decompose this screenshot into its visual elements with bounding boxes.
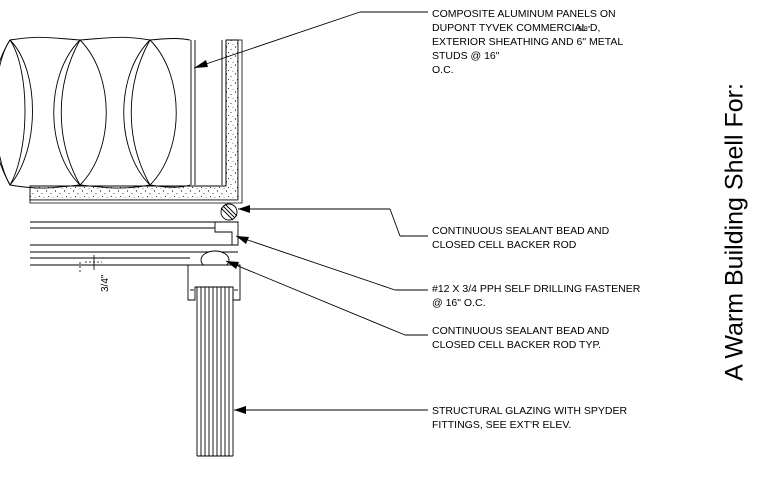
note-glazing-line-1: STRUCTURAL GLAZING WITH SPYDER xyxy=(432,405,627,417)
note-panels-line-4: STUDS @ 16" xyxy=(432,50,500,62)
dimension-label: 3/4" xyxy=(100,274,111,292)
leader-fastener xyxy=(235,235,428,291)
note-sealant-top: CONTINUOUS SEALANT BEAD AND CLOSED CELL … xyxy=(432,225,610,251)
note-glazing-line-2: FITTINGS, SEE EXT'R ELEV. xyxy=(432,419,571,431)
note-fastener: #12 X 3/4 PPH SELF DRILLING FASTENER @ 1… xyxy=(432,283,641,309)
note-panels: COMPOSITE ALUMINUM PANELS ON DUPONT TYVE… xyxy=(432,8,623,76)
leader-glazing xyxy=(234,406,428,414)
note-sealant-top-line-2: CLOSED CELL BACKER ROD xyxy=(432,239,577,251)
note-glazing: STRUCTURAL GLAZING WITH SPYDER FITTINGS,… xyxy=(432,405,627,431)
note-panels-fraction: 5/8" xyxy=(578,26,591,33)
note-panels-line-2: DUPONT TYVEK COMMERCIAL D, xyxy=(432,22,600,34)
side-title: A Warm Building Shell For: xyxy=(720,83,749,381)
note-sealant-typ-line-2: CLOSED CELL BACKER ROD TYP. xyxy=(432,339,601,351)
note-sealant-top-line-1: CONTINUOUS SEALANT BEAD AND xyxy=(432,225,610,237)
backer-rod-top xyxy=(220,203,238,221)
glazing-pocket xyxy=(187,264,241,301)
sill-mullion xyxy=(30,221,239,266)
metal-stud xyxy=(190,40,227,185)
batt-insulation xyxy=(0,36,191,189)
structural-glazing xyxy=(196,287,234,457)
leader-sealant-typ xyxy=(225,260,428,336)
leader-panels xyxy=(193,11,428,69)
note-fastener-line-2: @ 16" O.C. xyxy=(432,297,485,309)
exterior-sheathing xyxy=(29,39,243,204)
note-fastener-line-1: #12 X 3/4 PPH SELF DRILLING FASTENER xyxy=(432,283,641,295)
note-panels-line-5: O.C. xyxy=(432,64,454,76)
dimension-marker xyxy=(79,255,102,272)
note-sealant-typ-line-1: CONTINUOUS SEALANT BEAD AND xyxy=(432,325,610,337)
note-panels-line-3: EXTERIOR SHEATHING AND 6" METAL xyxy=(432,36,623,48)
note-panels-line-1: COMPOSITE ALUMINUM PANELS ON xyxy=(432,8,616,20)
leader-sealant-top xyxy=(238,205,428,237)
note-sealant-typ: CONTINUOUS SEALANT BEAD AND CLOSED CELL … xyxy=(432,325,610,351)
